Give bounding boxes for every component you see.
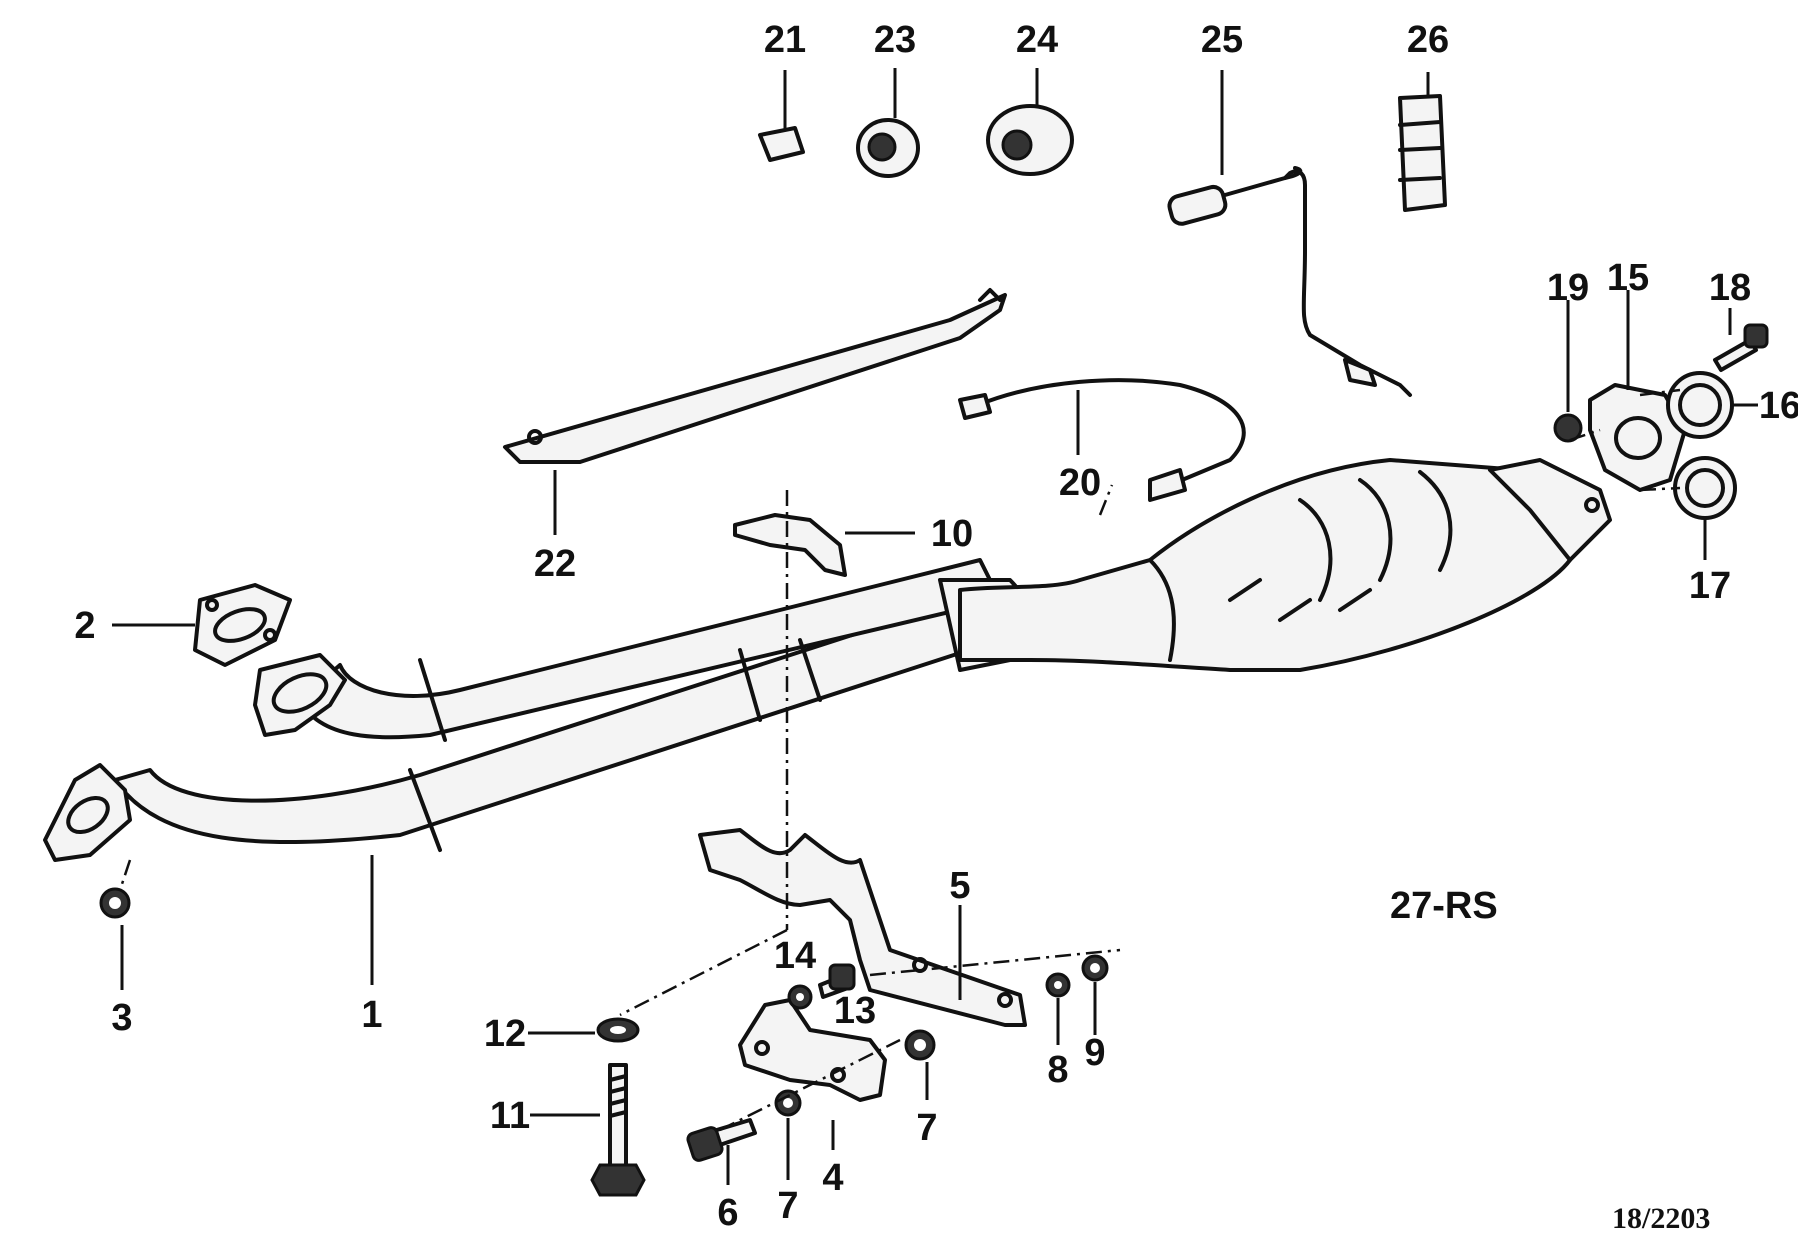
bolt-part-6 [686, 1118, 757, 1162]
upper-pipe-flange [253, 653, 347, 737]
callout-24: 24 [1016, 19, 1058, 61]
washer-part-8 [1045, 972, 1071, 998]
gasket-part-15 [1588, 383, 1687, 492]
callout-16: 16 [1759, 385, 1798, 427]
callout-22: 22 [534, 543, 576, 585]
callout-19: 19 [1547, 267, 1589, 309]
callout-15: 15 [1607, 257, 1649, 299]
assembly-lines [118, 388, 1681, 1132]
callout-9: 9 [1084, 1032, 1105, 1074]
ring-part-16 [1666, 371, 1734, 439]
callout-6: 6 [717, 1192, 738, 1234]
oxygen-sensor-part-25 [1167, 166, 1412, 397]
oxygen-sensor-part-20 [958, 378, 1246, 502]
nut-part-23 [856, 118, 920, 178]
callout-18: 18 [1709, 267, 1751, 309]
callout-7-right: 7 [916, 1107, 937, 1149]
heat-shield-strap-part-22 [503, 288, 1007, 464]
callout-1: 1 [361, 994, 382, 1036]
lower-pipe-flange [43, 763, 132, 862]
callout-12: 12 [484, 1013, 526, 1055]
nut-part-24 [986, 104, 1074, 176]
variant-label: 27-RS [1390, 885, 1498, 927]
leader-lines [112, 68, 1758, 1185]
callout-14: 14 [774, 935, 816, 977]
washer-part-12 [596, 1017, 640, 1043]
callout-7-left: 7 [777, 1185, 798, 1227]
nut-part-14 [787, 984, 813, 1010]
nut-part-9 [1081, 954, 1109, 982]
callout-17: 17 [1689, 565, 1731, 607]
clamp-part-10 [733, 513, 847, 577]
clip-part-21 [758, 126, 805, 162]
callout-25: 25 [1201, 19, 1243, 61]
drawing-number: 18/2203 [1612, 1202, 1710, 1235]
callout-2: 2 [74, 605, 95, 647]
callout-8: 8 [1047, 1049, 1068, 1091]
bolt-part-11 [590, 1063, 646, 1197]
clip-part-26 [1398, 94, 1447, 212]
gasket-part-2 [193, 583, 292, 667]
callout-20: 20 [1059, 462, 1101, 504]
callout-labels: 1 2 3 4 5 6 7 7 8 9 10 11 12 13 14 15 16… [74, 19, 1798, 1235]
callout-21: 21 [764, 19, 806, 61]
callout-5: 5 [949, 865, 970, 907]
nut-part-3 [99, 887, 131, 919]
callout-23: 23 [874, 19, 916, 61]
callout-3: 3 [111, 997, 132, 1039]
bracket-part-4 [738, 998, 887, 1102]
callout-4: 4 [822, 1157, 843, 1199]
bolt-part-18 [1713, 323, 1769, 372]
callout-13: 13 [834, 990, 876, 1032]
bolt-part-13 [818, 963, 856, 999]
nut-part-7-left [774, 1089, 802, 1117]
ring-part-17 [1673, 456, 1737, 520]
callout-26: 26 [1407, 19, 1449, 61]
callout-10: 10 [931, 513, 973, 555]
callout-11: 11 [490, 1095, 530, 1137]
nut-part-19 [1553, 413, 1583, 443]
catalytic-converter [958, 458, 1612, 672]
bracket-part-5 [698, 828, 1027, 1027]
nut-part-7-right [904, 1029, 936, 1061]
